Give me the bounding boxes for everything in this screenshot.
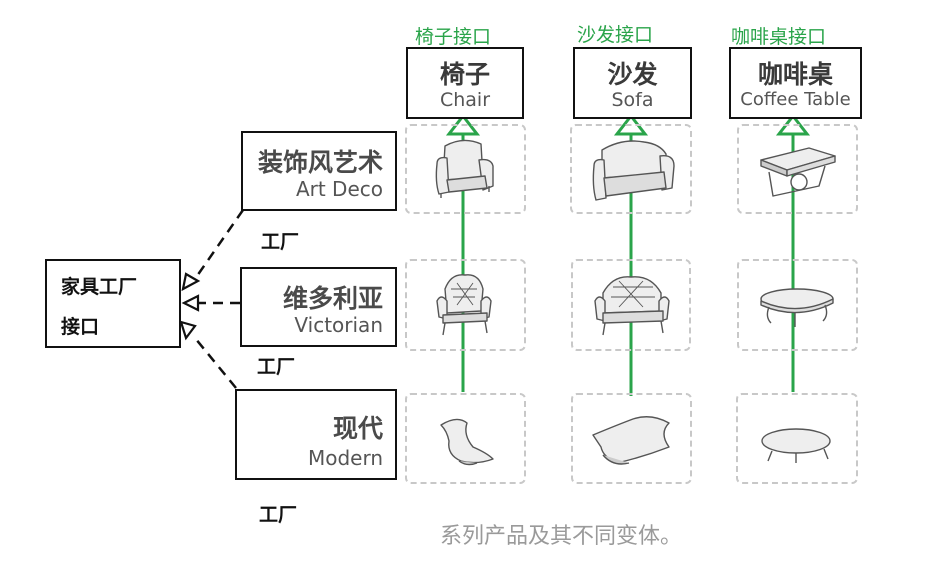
art-deco-coffee-table-cell[interactable]	[737, 124, 858, 214]
art-deco-factory-box[interactable]: 装饰风艺术 Art Deco	[241, 131, 397, 211]
modern-realization-line	[194, 337, 237, 389]
victorian-coffee-table-icon	[760, 288, 834, 327]
modern-factory-tag: 工厂	[259, 504, 298, 526]
chair-en-title: Chair	[439, 89, 491, 111]
victorian-sofa-icon	[594, 276, 670, 336]
modern-cn-title: 现代	[332, 414, 383, 443]
sofa-interface-label: 沙发接口	[577, 24, 654, 46]
modern-chair-icon	[440, 418, 494, 466]
victorian-factory-tag: 工厂	[257, 356, 296, 378]
victorian-en-title: Victorian	[294, 313, 383, 337]
victorian-coffee-table-cell[interactable]	[737, 259, 858, 351]
chair-interface-label: 椅子接口	[415, 26, 492, 48]
coffee-table-interface-box[interactable]: 咖啡桌 Coffee Table	[729, 47, 862, 119]
art-deco-realization-line	[195, 209, 245, 277]
modern-en-title: Modern	[307, 446, 383, 470]
victorian-cn-title: 维多利亚	[282, 284, 383, 313]
sofa-en-title: Sofa	[611, 89, 654, 111]
victorian-realization-arrowhead	[181, 294, 200, 312]
modern-coffee-table-icon	[761, 428, 831, 463]
coffee-table-en-title: Coffee Table	[740, 89, 851, 110]
main-factory-line1: 家具工厂	[61, 276, 138, 298]
art-deco-factory-tag: 工厂	[261, 231, 300, 253]
art-deco-en-title: Art Deco	[295, 177, 383, 201]
victorian-sofa-cell[interactable]	[571, 259, 691, 351]
sofa-interface-box[interactable]: 沙发 Sofa	[573, 47, 692, 119]
art-deco-chair-cell[interactable]	[405, 124, 526, 214]
modern-sofa-icon	[592, 416, 670, 465]
sofa-cn-title: 沙发	[607, 60, 658, 89]
chair-cn-title: 椅子	[439, 60, 490, 89]
victorian-chair-icon	[436, 274, 492, 336]
modern-sofa-cell[interactable]	[571, 393, 692, 484]
modern-coffee-table-cell[interactable]	[736, 393, 858, 484]
chair-interface-box[interactable]: 椅子 Chair	[406, 47, 524, 119]
victorian-chair-cell[interactable]	[405, 259, 526, 351]
art-deco-sofa-cell[interactable]	[570, 124, 692, 214]
coffee-table-interface-label: 咖啡桌接口	[731, 26, 827, 48]
modern-realization-arrowhead	[179, 320, 197, 341]
main-factory-line2: 接口	[61, 316, 100, 338]
modern-chair-cell[interactable]	[405, 393, 526, 484]
art-deco-coffee-table-icon	[760, 147, 836, 197]
furniture-factory-interface-box[interactable]: 家具工厂 接口	[45, 259, 181, 348]
coffee-table-cn-title: 咖啡桌	[757, 60, 833, 89]
diagram-caption: 系列产品及其不同变体。	[440, 524, 683, 549]
art-deco-realization-arrowhead	[181, 272, 201, 292]
art-deco-chair-icon	[435, 139, 494, 198]
art-deco-sofa-icon	[592, 140, 675, 201]
victorian-factory-box[interactable]: 维多利亚 Victorian	[240, 267, 397, 347]
art-deco-cn-title: 装饰风艺术	[257, 148, 383, 177]
modern-factory-box[interactable]: 现代 Modern	[235, 389, 397, 480]
